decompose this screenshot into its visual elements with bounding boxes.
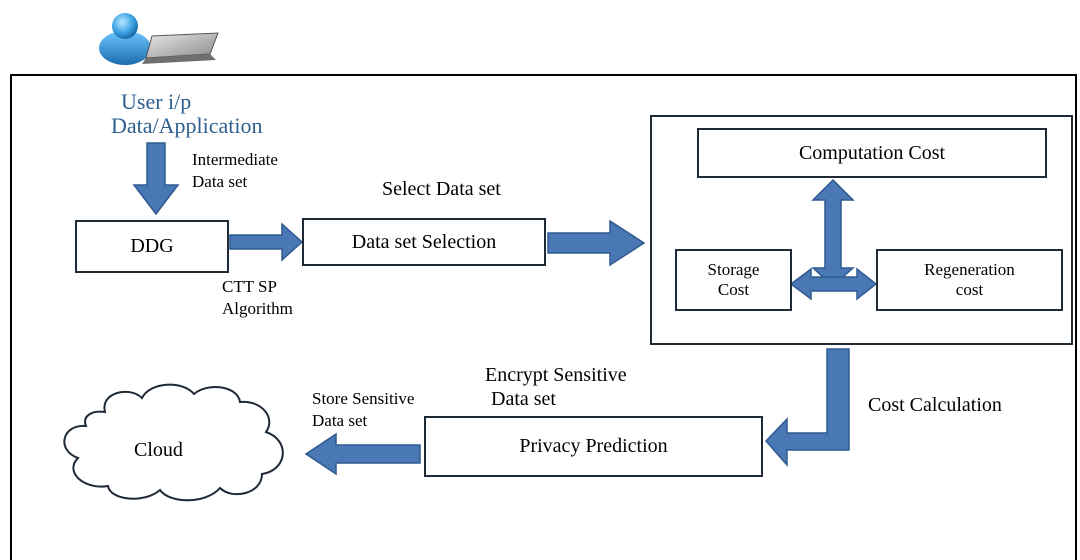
arrow-selection-to-cost-group — [547, 219, 646, 267]
regeneration-cost-line1: Regeneration — [924, 260, 1015, 279]
cloud-label: Cloud — [134, 439, 183, 461]
arrow-ddg-to-selection — [229, 222, 304, 262]
store-label-line2: Data set — [312, 411, 368, 430]
select-data-set-label: Select Data set — [382, 178, 501, 200]
arrow-user-to-ddg — [132, 142, 180, 216]
diagram-frame — [10, 74, 1077, 560]
privacy-prediction-label: Privacy Prediction — [519, 435, 668, 457]
intermediate-label-line2: Data set — [192, 172, 248, 191]
intermediate-label-line1: Intermediate — [192, 150, 278, 169]
encrypt-label-line2: Data set — [491, 388, 556, 410]
data-set-selection-box: Data set Selection — [302, 218, 546, 266]
arrow-computation-vertical — [811, 178, 855, 288]
ctt-label-line2: Algorithm — [222, 299, 293, 318]
regeneration-cost-line2: cost — [955, 280, 984, 299]
storage-cost-line1: Storage — [707, 260, 760, 279]
store-label-line1: Store Sensitive — [312, 389, 415, 408]
encrypt-label-line1: Encrypt Sensitive — [485, 364, 627, 386]
computation-cost-label: Computation Cost — [798, 141, 946, 164]
privacy-prediction-box: Privacy Prediction — [424, 416, 763, 477]
user-label-line2: Data/Application — [111, 113, 263, 138]
regeneration-cost-box: Regeneration cost — [876, 249, 1063, 311]
ddg-box: DDG — [75, 220, 229, 273]
ctt-label-line1: CTT SP — [222, 277, 277, 296]
cloud-shape — [63, 383, 284, 502]
ddg-label: DDG — [130, 235, 174, 257]
cost-group-frame — [650, 115, 1073, 345]
storage-cost-line2: Cost — [717, 280, 750, 299]
cost-calculation-label: Cost Calculation — [868, 394, 1002, 416]
data-set-selection-label: Data set Selection — [351, 230, 497, 253]
computation-cost-box: Computation Cost — [697, 128, 1047, 178]
user-laptop-icon — [99, 13, 219, 65]
user-label-line1: User i/p — [121, 89, 192, 114]
arrow-privacy-to-cloud — [304, 432, 421, 476]
arrow-cost-to-privacy — [764, 348, 850, 467]
storage-cost-box: Storage Cost — [675, 249, 792, 311]
